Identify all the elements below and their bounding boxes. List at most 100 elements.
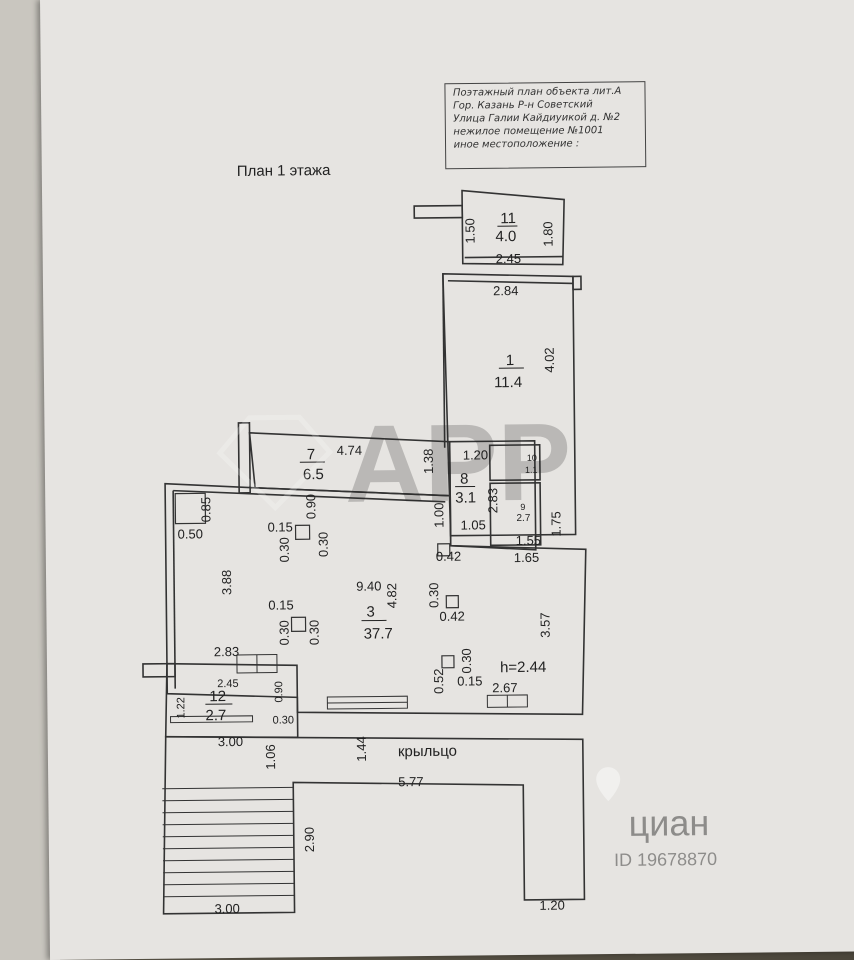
- dimension: 2.45: [496, 251, 521, 266]
- room-id: 3: [366, 604, 375, 621]
- stamp-line: Поэтажный план объекта лит.А: [453, 85, 622, 99]
- room-id: 9: [520, 502, 525, 512]
- dimension: 0.90: [273, 681, 285, 703]
- floor-plan-sheet: Поэтажный план объекта лит.А Гор. Казань…: [40, 0, 854, 960]
- room-11-vent: [413, 204, 464, 219]
- dimension: 3.88: [219, 570, 234, 595]
- dimension: 1.55: [516, 533, 541, 548]
- room-area: 6.5: [303, 466, 324, 483]
- dimension: 1.20: [463, 447, 488, 462]
- floor-plan-drawing: Поэтажный план объекта лит.А Гор. Казань…: [142, 81, 717, 916]
- dimension: 3.00: [214, 901, 239, 916]
- stairs: [162, 786, 295, 898]
- apr-watermark: APP: [216, 400, 572, 526]
- wall-stub: [237, 422, 251, 494]
- ceiling-height: h=2.44: [500, 659, 546, 676]
- dimension: 0.30: [272, 714, 294, 726]
- stamp-line: Улица Галии Кайдиуикой д. №2: [453, 112, 620, 125]
- room-area: 37.7: [364, 625, 393, 642]
- room-area: 3.1: [455, 489, 476, 506]
- room-id: 10: [527, 453, 537, 463]
- dimension: 2.67: [492, 680, 517, 695]
- dimension: 3.57: [537, 612, 552, 637]
- columns: [174, 492, 459, 669]
- room-id: 8: [460, 471, 469, 488]
- dimension: 0.30: [277, 620, 292, 645]
- room-area: 11.4: [494, 374, 522, 391]
- dimension: 2.84: [493, 283, 518, 298]
- dimension: 1.06: [263, 744, 278, 769]
- dimension: 1.38: [421, 449, 436, 474]
- dimension: 0.85: [198, 497, 213, 522]
- room-id: 7: [307, 446, 316, 463]
- room-11-walls: [461, 189, 565, 266]
- dimension: 0.42: [439, 609, 464, 624]
- dimension: 0.15: [268, 597, 293, 612]
- plan-title: План 1 этажа: [237, 162, 331, 180]
- walls: [142, 189, 587, 915]
- dimension: 0.90: [303, 494, 318, 519]
- room-area: 4.0: [495, 228, 516, 245]
- dimension: 1.50: [462, 218, 477, 243]
- wall-line: [173, 489, 446, 503]
- cian-id-text: ID 19678870: [614, 849, 717, 870]
- stamp-line: Гор. Казань Р-н Советский: [453, 99, 593, 111]
- room-id: 11: [500, 210, 516, 227]
- dimension: 2.45: [217, 678, 239, 690]
- dimension: 0.30: [277, 537, 292, 562]
- dimension: 3.00: [218, 734, 243, 749]
- dimension: 4.74: [337, 443, 362, 458]
- dimension: 1.20: [539, 898, 564, 913]
- wall-stub: [142, 662, 176, 678]
- dimension: 2.83: [485, 488, 500, 513]
- room-id: 1: [506, 352, 515, 369]
- room-area: 2.7: [516, 513, 530, 524]
- dimension: 0.15: [267, 519, 292, 534]
- dimension-labels: 1.50 1.80 2.45 2.84 4.02 4.74 1.38 1.20 …: [175, 218, 565, 916]
- dimension: 2.90: [302, 827, 317, 852]
- dimension: 0.50: [178, 526, 203, 541]
- room-10-walls: [488, 443, 541, 482]
- dimension: 9.40: [356, 578, 381, 593]
- dimension: 1.65: [514, 550, 539, 565]
- room-area: 1.1: [525, 465, 538, 475]
- cian-watermark: циан ID 19678870: [596, 767, 717, 870]
- dimension: 1.05: [460, 517, 485, 532]
- wall-line: [447, 279, 574, 285]
- stamp-frame: [444, 81, 647, 170]
- dimension: 0.30: [316, 532, 331, 557]
- porch-outline: [162, 735, 586, 915]
- dimension: 0.30: [426, 583, 441, 608]
- dimension: 5.77: [398, 774, 423, 789]
- dimension: 0.30: [307, 620, 322, 645]
- dimension: 4.82: [384, 583, 399, 608]
- stamp-line: иное местоположение :: [453, 138, 579, 150]
- dimension: 1.22: [175, 697, 187, 719]
- porch-label: крыльцо: [398, 743, 457, 761]
- wall-line: [464, 255, 563, 259]
- dimension: 2.83: [214, 644, 239, 659]
- room-id: 12: [209, 688, 226, 705]
- diamond-logo-icon: [216, 414, 334, 512]
- dimension: 1.75: [548, 511, 563, 536]
- wall-line: [442, 273, 446, 448]
- dimension: 4.02: [542, 347, 557, 372]
- dimension: 1.80: [540, 221, 555, 246]
- dimension: 0.15: [457, 673, 482, 688]
- apr-watermark-text: APP: [344, 400, 571, 525]
- location-pin-icon: [596, 767, 621, 802]
- stamp-line: нежилое помещение №1001: [453, 125, 603, 138]
- room-9-walls: [489, 481, 542, 547]
- cian-logo-text: циан: [628, 802, 709, 844]
- room-1-walls: [442, 272, 577, 537]
- title-stamp: Поэтажный план объекта лит.А Гор. Казань…: [444, 81, 647, 170]
- dimension: 0.42: [436, 549, 461, 564]
- room-labels: 11 4.0 1 11.4 7 6.5 8 3.1 3 37.7 12 2.7 …: [205, 210, 538, 724]
- dimension: 0.52: [431, 668, 446, 693]
- wall-line: [172, 490, 177, 689]
- windows: [170, 654, 528, 724]
- wall-stub: [572, 275, 582, 291]
- dimension: 1.44: [354, 736, 369, 761]
- room-area: 2.7: [205, 707, 226, 724]
